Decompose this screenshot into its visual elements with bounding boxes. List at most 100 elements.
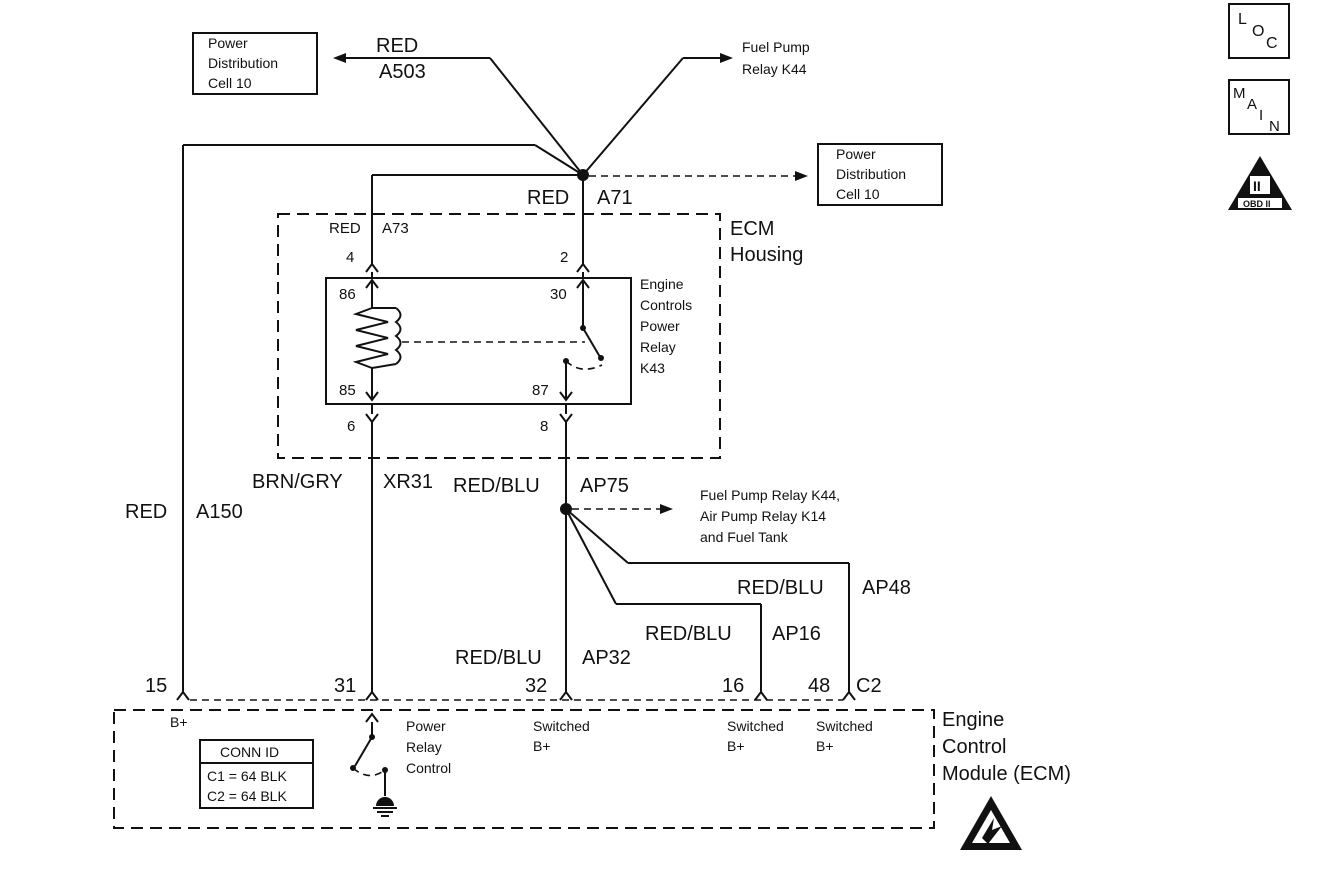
- connector-chevron-icon: [365, 413, 379, 424]
- ecm-label-line-1: Engine: [942, 709, 1004, 731]
- pd-right-line-1: Power: [836, 146, 876, 162]
- ecm-housing-label-line-2: Housing: [730, 244, 803, 266]
- fuel-pump-relay-line-2: Relay K44: [742, 61, 807, 77]
- wire-label-a150-color: RED: [125, 501, 167, 523]
- wire-label-a150-circuit: A150: [196, 501, 243, 523]
- downstream-note-line-1: Fuel Pump Relay K44,: [700, 487, 840, 503]
- power-distribution-box-top[interactable]: Power Distribution Cell 10: [192, 32, 318, 95]
- pin-ecm-16: 16: [722, 675, 744, 697]
- wire-label-a503-circuit: A503: [379, 61, 426, 83]
- relay-name-line-1: Engine: [640, 276, 684, 292]
- wire-label-a71-circuit: A71: [597, 187, 633, 209]
- pin-housing-6: 6: [347, 418, 355, 435]
- ecm-module-outline[interactable]: [113, 709, 935, 829]
- pd-top-line-3: Cell 10: [208, 75, 252, 91]
- switched-32-line-1: Switched: [533, 718, 590, 734]
- ground-icon: [373, 797, 397, 817]
- downstream-note-line-3: and Fuel Tank: [700, 529, 789, 545]
- switched-48-line-2: B+: [816, 738, 834, 754]
- pd-top-line-1: Power: [208, 35, 248, 51]
- main-letter-i: I: [1259, 107, 1263, 124]
- power-relay-control-line-1: Power: [406, 718, 446, 734]
- esd-warning-icon: [960, 796, 1022, 850]
- connector-c2: C2: [856, 675, 882, 697]
- connector-chevron-icon: [176, 690, 190, 701]
- wire-label-ap75-circuit: AP75: [580, 475, 629, 497]
- wire-label-ap32-color: RED/BLU: [455, 647, 542, 669]
- wire-label-ap48-circuit: AP48: [862, 577, 911, 599]
- terminal-b-plus: B+: [170, 714, 188, 730]
- arrow-head-icon: [720, 53, 733, 63]
- wire-a150[interactable]: [182, 144, 584, 692]
- main-letter-a: A: [1247, 96, 1257, 113]
- terminal-chevron-icon: [365, 391, 379, 402]
- ecm-housing-label-line-1: ECM: [730, 218, 774, 240]
- relay-name-line-4: Relay: [640, 339, 676, 355]
- wire-ap48[interactable]: [565, 508, 850, 692]
- arrow-head-icon: [333, 53, 346, 63]
- pin-relay-30: 30: [550, 286, 567, 303]
- terminal-chevron-icon: [576, 278, 590, 289]
- downstream-note-line-2: Air Pump Relay K14: [700, 508, 826, 524]
- pin-housing-8: 8: [540, 418, 548, 435]
- connector-chevron-icon: [559, 690, 573, 701]
- obd-ii-icon[interactable]: II OBD II: [1228, 156, 1292, 210]
- wire-label-xr31-circuit: XR31: [383, 471, 433, 493]
- pd-right-line-3: Cell 10: [836, 186, 880, 202]
- arrow-head-icon: [660, 504, 673, 514]
- wire-label-a71-color: RED: [527, 187, 569, 209]
- loc-letter-l: L: [1238, 11, 1247, 28]
- pin-housing-4: 4: [346, 249, 354, 266]
- pin-relay-86: 86: [339, 286, 356, 303]
- connector-chevron-icon: [365, 262, 379, 273]
- dashed-link-fuel-pump-relay[interactable]: [572, 504, 673, 514]
- wire-label-ap16-color: RED/BLU: [645, 623, 732, 645]
- pd-top-line-2: Distribution: [208, 55, 278, 71]
- relay-name-line-5: K43: [640, 360, 665, 376]
- wire-label-ap16-circuit: AP16: [772, 623, 821, 645]
- main-letter-n: N: [1269, 118, 1280, 135]
- dashed-link-power-distribution[interactable]: [589, 171, 808, 181]
- conn-id-table: CONN ID C1 = 64 BLK C2 = 64 BLK: [199, 739, 314, 809]
- connector-chevron-icon: [842, 690, 856, 701]
- connector-chevron-icon: [559, 413, 573, 424]
- power-distribution-box-right[interactable]: Power Distribution Cell 10: [817, 143, 943, 206]
- ecm-housing-outline: [277, 213, 721, 459]
- power-relay-control-line-3: Control: [406, 760, 451, 776]
- main-icon[interactable]: M A I N: [1228, 79, 1290, 135]
- switched-16-line-1: Switched: [727, 718, 784, 734]
- wire-ap16[interactable]: [565, 508, 762, 692]
- relay-name-line-2: Controls: [640, 297, 692, 313]
- terminal-chevron-icon: [365, 278, 379, 289]
- conn-id-row-1: C1 = 64 BLK: [207, 768, 287, 784]
- wire-label-a73-color: RED: [329, 220, 361, 237]
- wire-label-ap32-circuit: AP32: [582, 647, 631, 669]
- obd-numeral: II: [1253, 178, 1261, 194]
- relay-name-line-3: Power: [640, 318, 680, 334]
- fuel-pump-relay-line-1: Fuel Pump: [742, 39, 810, 55]
- switched-48-line-1: Switched: [816, 718, 873, 734]
- pin-ecm-15: 15: [145, 675, 167, 697]
- loc-letter-c: C: [1266, 35, 1278, 52]
- switched-16-line-2: B+: [727, 738, 745, 754]
- relay-coil-icon: [352, 282, 402, 398]
- conn-id-row-2: C2 = 64 BLK: [207, 788, 287, 804]
- ecm-label-line-2: Control: [942, 736, 1006, 758]
- switched-32-line-2: B+: [533, 738, 551, 754]
- loc-icon[interactable]: L O C: [1228, 3, 1290, 59]
- pin-relay-87: 87: [532, 382, 549, 399]
- conn-id-title: CONN ID: [220, 744, 279, 760]
- pin-ecm-31: 31: [334, 675, 356, 697]
- arrow-head-icon: [795, 171, 808, 181]
- pin-housing-2: 2: [560, 249, 568, 266]
- pin-relay-85: 85: [339, 382, 356, 399]
- wire-a73[interactable]: [371, 174, 583, 265]
- obd-text: OBD II: [1243, 199, 1271, 209]
- ecm-internal-switch-icon: [350, 712, 388, 796]
- wire-to-fuel-pump-relay[interactable]: [582, 53, 733, 176]
- wire-a503[interactable]: [333, 53, 584, 176]
- relay-switch-icon[interactable]: [563, 282, 604, 398]
- wire-label-a503-color: RED: [376, 35, 418, 57]
- pd-right-line-2: Distribution: [836, 166, 906, 182]
